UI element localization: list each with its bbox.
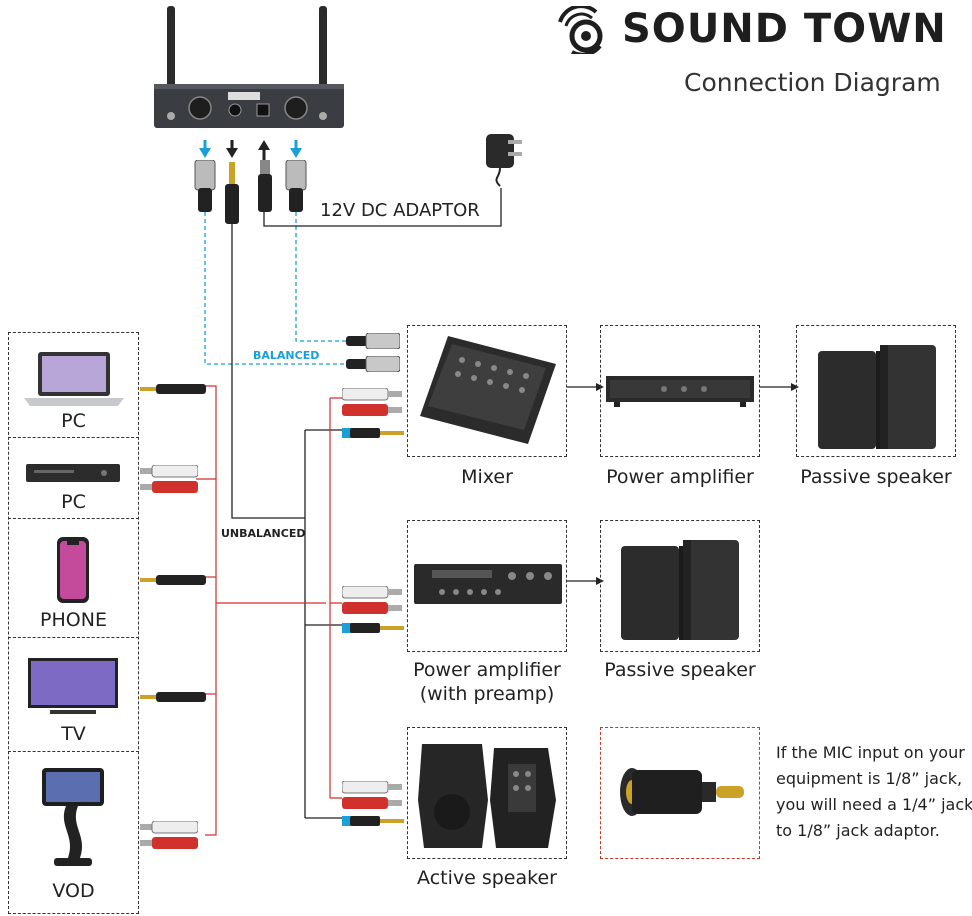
mini-jack-cable-icon <box>140 688 206 702</box>
source-label: TV <box>61 723 86 745</box>
power-amplifier-box <box>600 325 760 457</box>
rca-cable-icon <box>341 387 402 416</box>
quarter-inch-cable-icon <box>342 424 404 438</box>
page-subtitle: Connection Diagram <box>684 68 941 97</box>
dc-adaptor-label: 12V DC ADAPTOR <box>320 200 480 221</box>
xlr-male-connector-icon <box>284 159 308 212</box>
xlr-plug-icon <box>346 332 401 350</box>
rca-cable-icon <box>140 464 199 493</box>
adaptor-box <box>600 727 760 859</box>
passive-speaker-icon <box>814 343 940 451</box>
unbalanced-label: UNBALANCED <box>221 527 306 540</box>
output-label: Active speaker <box>417 867 557 889</box>
output-label: Power amplifier <box>413 659 561 681</box>
xlr-plug-icon <box>346 355 401 373</box>
passive-speaker-box <box>600 520 760 652</box>
mini-jack-cable-icon <box>140 380 206 394</box>
passive-speaker-box <box>796 325 956 457</box>
rca-cable-icon <box>341 780 402 809</box>
quarter-inch-jack-icon <box>222 162 242 224</box>
phone-icon <box>56 536 90 604</box>
laptop-icon <box>22 350 126 410</box>
mixer-icon <box>418 334 558 446</box>
balanced-label: BALANCED <box>253 349 320 362</box>
source-label: PHONE <box>40 609 107 631</box>
output-label: Passive speaker <box>800 466 952 488</box>
power-amplifier-icon <box>604 374 756 408</box>
preamp-amplifier-box <box>407 520 567 652</box>
output-label: Power amplifier <box>606 466 754 488</box>
adaptor-note: If the MIC input on your equipment is 1/… <box>776 743 972 840</box>
passive-speaker-icon <box>617 538 743 642</box>
active-speaker-box <box>407 727 567 859</box>
source-panel <box>8 332 139 914</box>
output-label: Passive speaker <box>604 659 756 681</box>
tv-icon <box>26 656 120 718</box>
source-label: PC <box>61 491 86 513</box>
divider <box>8 437 139 438</box>
mixer-box <box>407 325 567 457</box>
divider <box>8 637 139 638</box>
preamp-amplifier-icon <box>412 560 564 608</box>
power-adaptor-icon <box>478 126 528 188</box>
dvd-player-icon <box>24 458 122 486</box>
xlr-female-connector-icon <box>193 159 217 212</box>
active-speaker-icon <box>416 740 560 852</box>
dc-plug-icon <box>256 160 274 212</box>
quarter-inch-cable-icon <box>342 812 404 826</box>
vod-kiosk-icon <box>40 766 106 868</box>
rca-cable-icon <box>341 585 402 614</box>
jack-adaptor-icon <box>618 762 746 822</box>
rca-cable-icon <box>140 820 199 849</box>
mini-jack-cable-icon <box>140 571 206 585</box>
brand-name: SOUND TOWN <box>622 6 947 52</box>
divider <box>8 518 139 519</box>
source-label: VOD <box>52 880 95 902</box>
divider <box>8 751 139 752</box>
output-label: Mixer <box>461 466 513 488</box>
source-label: PC <box>61 410 86 432</box>
output-label: (with preamp) <box>419 683 555 705</box>
quarter-inch-cable-icon <box>342 619 404 633</box>
wireless-receiver <box>150 4 350 132</box>
